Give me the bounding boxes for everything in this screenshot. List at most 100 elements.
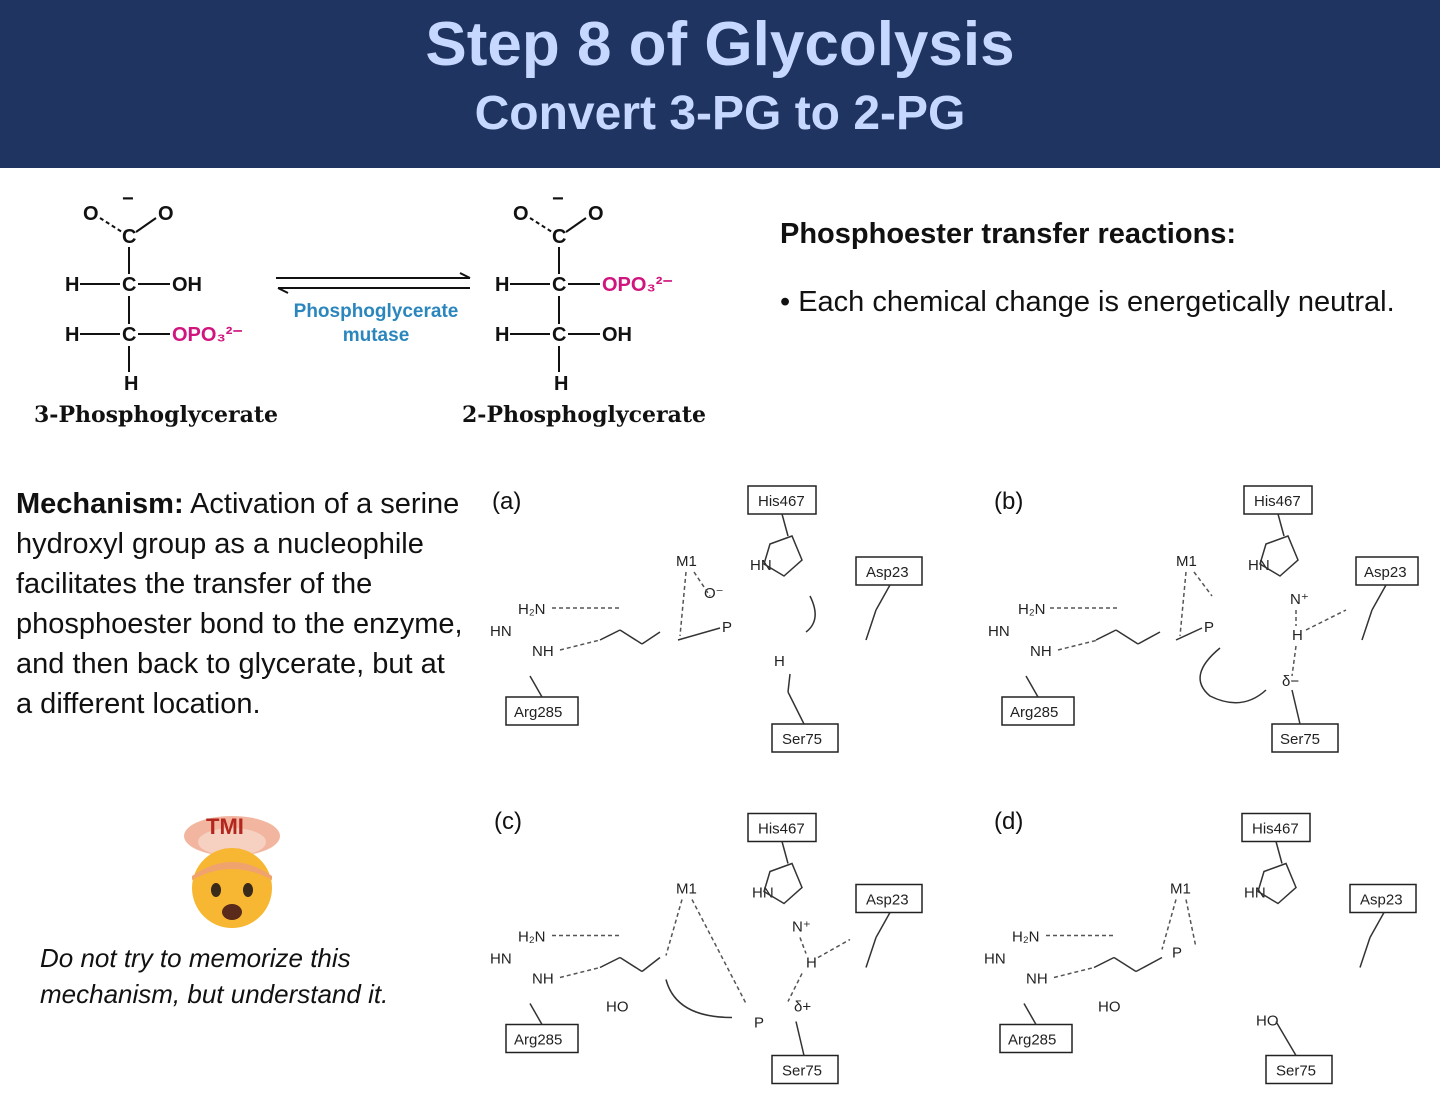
label-h: H	[1292, 627, 1303, 644]
metal-m1: M1	[676, 881, 697, 898]
slide-title: Step 8 of Glycolysis	[425, 10, 1015, 79]
atom-c: C	[122, 274, 136, 296]
residue-asp23: Asp23	[866, 892, 909, 909]
label-h2n: H₂N	[1018, 601, 1046, 618]
label-p: P	[1204, 619, 1214, 636]
title-banner: Step 8 of Glycolysis Convert 3-PG to 2-P…	[0, 0, 1440, 168]
atom-o: O	[158, 203, 174, 225]
label-h2n: H₂N	[518, 929, 546, 946]
phosphoester-heading: Phosphoester transfer reactions:	[780, 218, 1237, 250]
label-hn: HN	[752, 885, 774, 902]
charge: −	[122, 190, 134, 210]
atom-o: O	[83, 203, 99, 225]
label-ho: HO	[1256, 1013, 1279, 1030]
atom-h: H	[65, 274, 79, 296]
label-n-plus: N⁺	[792, 919, 811, 936]
mechanism-panel-a: His467 Asp23 Arg285 Ser75 M1 H₂N HN NH H…	[490, 485, 923, 753]
label-hn: HN	[750, 557, 772, 574]
atom-h: H	[124, 373, 138, 395]
enzyme-name-line1: Phosphoglycerate	[293, 301, 459, 322]
label-nh: NH	[532, 971, 554, 988]
phosphoester-bullet: • Each chemical change is energetically …	[780, 286, 1395, 318]
residue-ser75: Ser75	[1276, 1063, 1316, 1080]
residue-arg285: Arg285	[1008, 1032, 1056, 1049]
label-n-plus: N⁺	[1290, 591, 1309, 608]
label-delta-minus: δ−	[1282, 673, 1299, 690]
equilibrium-arrows	[276, 272, 471, 294]
label-ho: HO	[606, 999, 629, 1016]
residue-arg285: Arg285	[514, 1032, 562, 1049]
atom-c: C	[552, 324, 566, 346]
structure-3-phosphoglycerate: O O − C C C H H H OH OPO₃²⁻	[65, 190, 243, 395]
label-p: P	[754, 1015, 764, 1032]
exploding-head-icon: TMI	[184, 814, 280, 928]
residue-his467: His467	[1254, 493, 1301, 510]
atom-h: H	[495, 324, 509, 346]
residue-ser75: Ser75	[1280, 731, 1320, 748]
label-hn: HN	[1248, 557, 1270, 574]
enzyme-name: Phosphoglycerate mutase	[268, 300, 484, 348]
panel-label-c: (c)	[494, 808, 522, 835]
label-h: H	[806, 955, 817, 972]
mechanism-description: Mechanism: Activation of a serine hydrox…	[16, 484, 466, 724]
atom-c: C	[552, 226, 566, 248]
atom-oh: OH	[172, 274, 202, 296]
phosphate-group: OPO₃²⁻	[172, 324, 243, 346]
slide-subtitle: Convert 3-PG to 2-PG	[474, 87, 966, 140]
residue-his467: His467	[758, 821, 805, 838]
panel-label-a: (a)	[492, 488, 522, 515]
residue-ser75: Ser75	[782, 1063, 822, 1080]
atom-o: O	[513, 203, 529, 225]
label-o-minus: O⁻	[704, 585, 724, 602]
tmi-label: TMI	[206, 814, 244, 839]
residue-his467: His467	[758, 493, 805, 510]
metal-m1: M1	[1170, 881, 1191, 898]
mechanism-text: Activation of a serine hydroxyl group as…	[16, 488, 463, 720]
label-h2n: H₂N	[1012, 929, 1040, 946]
label-nh: NH	[532, 643, 554, 660]
label-hn: HN	[988, 623, 1010, 640]
mechanism-panel-d: His467 Asp23 Arg285 Ser75 M1 H₂N HN NH H…	[984, 812, 1417, 1085]
label-nh: NH	[1030, 643, 1052, 660]
atom-oh: OH	[602, 324, 632, 346]
label-hn: HN	[984, 951, 1006, 968]
metal-m1: M1	[676, 553, 697, 570]
charge: −	[552, 190, 564, 210]
mechanism-panel-b: His467 Asp23 Arg285 Ser75 M1 H₂N HN NH H…	[988, 485, 1419, 753]
structure-2-phosphoglycerate: O O − C C C H H H OPO₃²⁻ OH	[495, 190, 673, 395]
molecule-name-3pg: 3-Phosphoglycerate	[34, 402, 279, 428]
atom-o: O	[588, 203, 604, 225]
label-hn: HN	[490, 623, 512, 640]
label-delta-plus: δ+	[794, 999, 811, 1016]
residue-his467: His467	[1252, 821, 1299, 838]
molecule-name-2pg: 2-Phosphoglycerate	[462, 402, 707, 428]
phosphate-group: OPO₃²⁻	[602, 274, 673, 296]
atom-c: C	[122, 226, 136, 248]
panel-label-d: (d)	[994, 808, 1024, 835]
memorize-note: Do not try to memorize this mechanism, b…	[40, 943, 389, 1009]
residue-asp23: Asp23	[1364, 564, 1407, 581]
label-p: P	[1172, 945, 1182, 962]
atom-c: C	[552, 274, 566, 296]
mechanism-panel-c: His467 Asp23 Arg285 Ser75 M1 H₂N HN NH H…	[490, 812, 923, 1085]
atom-c: C	[122, 324, 136, 346]
residue-arg285: Arg285	[514, 704, 562, 721]
label-hn: HN	[1244, 885, 1266, 902]
label-h: H	[774, 653, 785, 670]
residue-asp23: Asp23	[866, 564, 909, 581]
label-ho: HO	[1098, 999, 1121, 1016]
label-hn: HN	[490, 951, 512, 968]
label-p: P	[722, 619, 732, 636]
metal-m1: M1	[1176, 553, 1197, 570]
atom-h: H	[65, 324, 79, 346]
label-h2n: H₂N	[518, 601, 546, 618]
residue-asp23: Asp23	[1360, 892, 1403, 909]
label-nh: NH	[1026, 971, 1048, 988]
panel-label-b: (b)	[994, 488, 1024, 515]
atom-h: H	[554, 373, 568, 395]
enzyme-name-line2: mutase	[342, 325, 410, 346]
atom-h: H	[495, 274, 509, 296]
residue-ser75: Ser75	[782, 731, 822, 748]
residue-arg285: Arg285	[1010, 704, 1058, 721]
mechanism-label: Mechanism:	[16, 488, 184, 520]
